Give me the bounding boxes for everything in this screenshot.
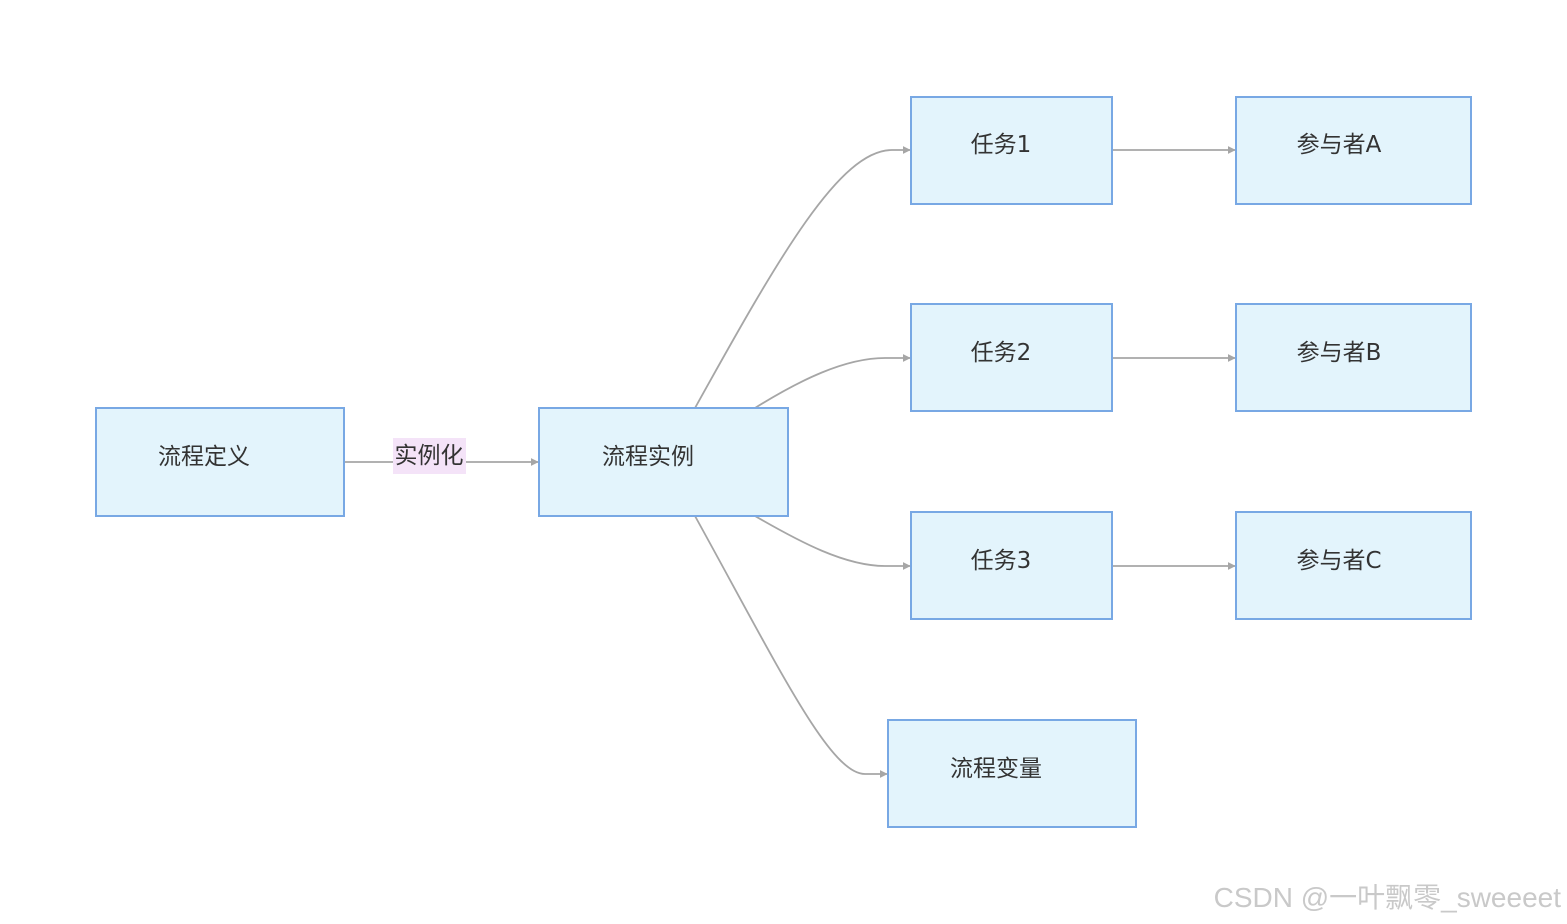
node-task-3-label: 任务3 <box>971 548 1032 574</box>
node-participant-c-label: 参与者C <box>1296 548 1381 574</box>
edges-layer: 实例化 <box>344 146 1236 778</box>
node-process-variable[interactable]: 流程变量 <box>887 719 1137 828</box>
node-task-2[interactable]: 任务2 <box>910 303 1113 412</box>
node-process-variable-label: 流程变量 <box>950 756 1042 782</box>
node-participant-b[interactable]: 参与者B <box>1235 303 1472 412</box>
node-participant-c[interactable]: 参与者C <box>1235 511 1472 620</box>
node-task-1[interactable]: 任务1 <box>910 96 1113 205</box>
node-process-instance[interactable]: 流程实例 <box>538 407 789 517</box>
node-process-instance-label: 流程实例 <box>602 444 694 470</box>
node-task-3[interactable]: 任务3 <box>910 511 1113 620</box>
node-participant-b-label: 参与者B <box>1297 340 1382 366</box>
node-participant-a[interactable]: 参与者A <box>1235 96 1472 205</box>
csdn-watermark: CSDN @一叶飘零_sweeeet <box>1213 882 1561 913</box>
edge-label-instantiate-text: 实例化 <box>395 443 464 469</box>
edge-inst-to-var <box>694 515 888 778</box>
node-process-definition-label: 流程定义 <box>158 444 250 470</box>
edge-inst-to-task2 <box>754 354 911 409</box>
node-participant-a-label: 参与者A <box>1297 132 1382 158</box>
edge-label-instantiate: 实例化 <box>393 438 466 474</box>
node-task-1-label: 任务1 <box>971 132 1032 158</box>
node-task-2-label: 任务2 <box>971 340 1032 366</box>
edge-inst-to-task1 <box>694 146 911 409</box>
nodes-layer: 流程定义 流程实例 任务1 任务2 任务3 流程变量 参与者A <box>95 96 1472 828</box>
node-process-definition[interactable]: 流程定义 <box>95 407 345 517</box>
edge-inst-to-task3 <box>754 515 911 570</box>
